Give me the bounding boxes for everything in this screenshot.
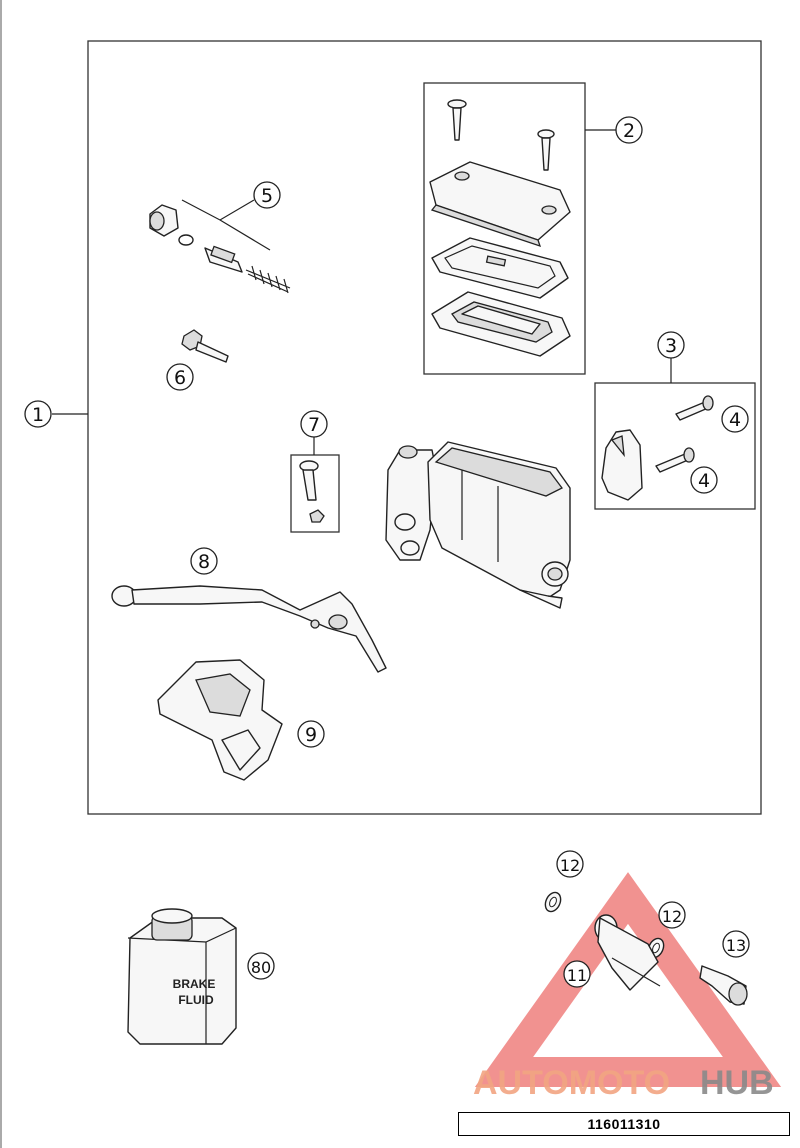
master-cylinder-body: [385, 441, 571, 609]
svg-text:9: 9: [305, 724, 317, 746]
svg-text:2: 2: [623, 120, 635, 142]
svg-text:HUB: HUB: [700, 1064, 774, 1102]
pivot-bolt-frame: [290, 454, 340, 533]
lever-guard: [157, 659, 283, 781]
banjo-bolt: [699, 965, 748, 1006]
cover-screws: [447, 99, 555, 171]
svg-text:12: 12: [560, 856, 580, 875]
reservoir-cover-group-frame: [423, 82, 586, 375]
can-label-line1: BRAKE: [173, 977, 216, 991]
svg-text:8: 8: [198, 551, 210, 573]
svg-text:12: 12: [662, 907, 682, 926]
callout-7: 7: [300, 410, 328, 455]
reservoir-cover: [429, 161, 571, 248]
callout-4-lower: 4: [690, 466, 718, 494]
callout-2: 2: [585, 116, 643, 144]
callout-8: 8: [190, 547, 218, 575]
handlebar-clamp: [601, 429, 643, 501]
callout-11: 11: [563, 960, 591, 988]
clamp-group-frame: [594, 382, 756, 510]
sealing-washer-upper: [544, 891, 562, 913]
svg-text:1: 1: [32, 404, 44, 426]
callout-6: 6: [166, 363, 194, 391]
svg-text:6: 6: [174, 367, 186, 389]
watermark-logo-text: AUTOMOTO HUB: [473, 1064, 774, 1102]
callout-12-lower: 12: [658, 901, 686, 929]
watermark-logo-triangle: [474, 872, 782, 1087]
main-assembly-frame: [87, 40, 762, 815]
brake-fluid-can: BRAKE FLUID: [127, 908, 237, 1045]
svg-text:13: 13: [726, 936, 746, 955]
bleed-screw: [181, 329, 229, 363]
can-label-line2: FLUID: [178, 993, 214, 1007]
part-number-label: 116011310: [458, 1112, 790, 1136]
brake-line-fitting: [594, 914, 661, 991]
svg-text:4: 4: [729, 409, 741, 431]
callout-3: 3: [657, 331, 685, 383]
callout-13: 13: [722, 930, 750, 958]
callout-1: 1: [24, 400, 88, 428]
reservoir-gasket: [431, 237, 569, 299]
svg-text:3: 3: [665, 335, 677, 357]
callout-12-upper: 12: [556, 850, 584, 878]
clamp-screws: [655, 395, 714, 473]
callout-80: 80: [247, 952, 275, 980]
svg-text:7: 7: [308, 414, 320, 436]
svg-text:4: 4: [698, 470, 710, 492]
piston-kit: [149, 204, 291, 294]
svg-text:11: 11: [567, 966, 587, 985]
pivot-bolt: [299, 460, 325, 523]
reservoir-membrane: [431, 291, 571, 357]
callout-4-upper: 4: [721, 405, 749, 433]
callout-5: 5: [181, 181, 281, 251]
svg-text:5: 5: [261, 185, 273, 207]
brake-lever: [111, 585, 387, 673]
callout-9: 9: [297, 720, 325, 748]
svg-text:AUTOMOTO: AUTOMOTO: [473, 1064, 670, 1102]
svg-text:80: 80: [251, 958, 271, 977]
